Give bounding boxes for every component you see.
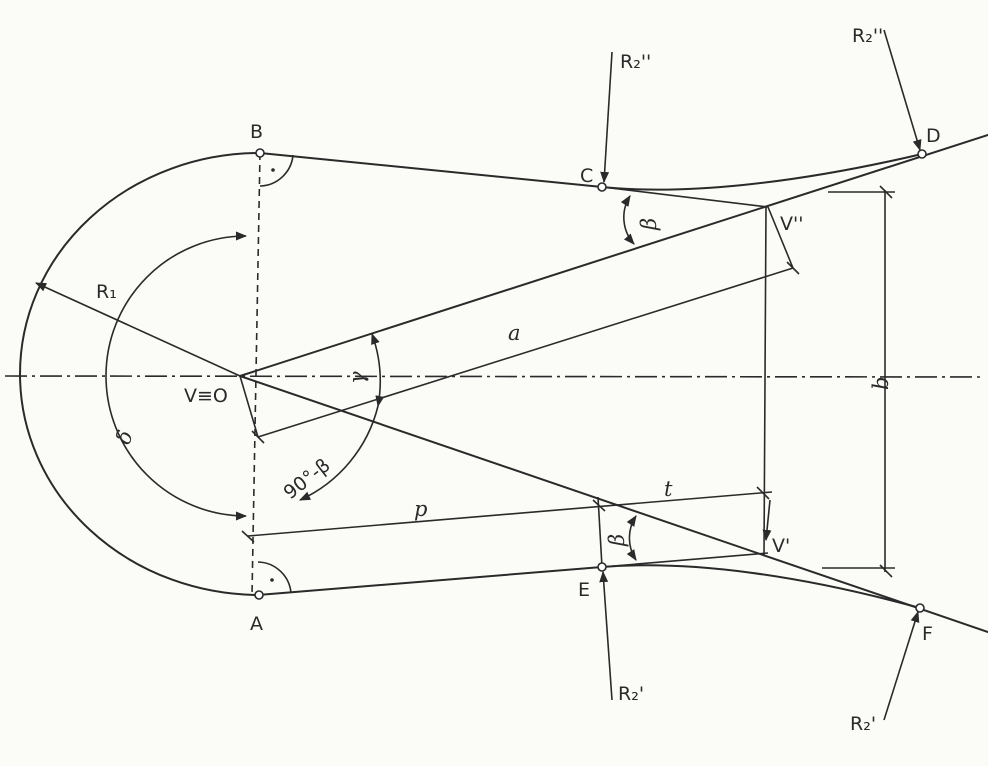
point-b bbox=[255, 148, 265, 158]
line-e-v1 bbox=[601, 552, 769, 568]
label-force-r2pp-right: R₂'' bbox=[852, 25, 883, 47]
label-force-r2p-bottom: R₂' bbox=[618, 683, 644, 705]
force-r2pp-top-arrow bbox=[600, 51, 613, 184]
curve-ef bbox=[601, 564, 921, 609]
label-delta: δ bbox=[111, 427, 138, 447]
line-o-f bbox=[239, 375, 988, 633]
center-axis bbox=[4, 375, 986, 378]
label-d: D bbox=[926, 125, 941, 147]
right-angle-b bbox=[259, 154, 294, 187]
label-r1: R₁ bbox=[96, 281, 117, 303]
line-o-d bbox=[239, 134, 988, 377]
dim-a-ext bbox=[767, 206, 794, 269]
label-e: E bbox=[578, 579, 590, 601]
angle-complement-arc bbox=[298, 405, 379, 501]
label-beta-bottom: β bbox=[605, 534, 629, 547]
right-angle-a bbox=[257, 561, 292, 594]
label-dim-a: a bbox=[508, 321, 521, 345]
label-f: F bbox=[922, 623, 933, 645]
label-force-r2pp-top: R₂'' bbox=[620, 51, 651, 73]
right-angle-dot-b bbox=[271, 168, 275, 172]
label-dim-p: p bbox=[414, 497, 427, 521]
angle-beta-top-arc bbox=[620, 195, 635, 245]
label-c: C bbox=[580, 165, 593, 187]
label-origin: V≡O bbox=[184, 385, 228, 407]
label-gamma: γ bbox=[345, 371, 369, 384]
label-v1: V' bbox=[772, 535, 790, 557]
point-a bbox=[254, 590, 264, 600]
curve-cd bbox=[601, 153, 923, 191]
label-beta-top: β bbox=[637, 218, 661, 231]
label-b: B bbox=[250, 121, 263, 143]
angle-beta-bottom-arc bbox=[626, 515, 637, 561]
point-f bbox=[915, 603, 925, 613]
label-a: A bbox=[250, 613, 263, 635]
force-r2pp-right-arrow bbox=[883, 29, 922, 152]
angle-gamma-arc bbox=[371, 332, 385, 408]
force-r2p-right-arrow bbox=[883, 610, 920, 721]
angle-delta-arc bbox=[105, 231, 248, 521]
diameter-ba bbox=[251, 152, 261, 596]
point-e bbox=[597, 562, 607, 572]
radius-r1-line bbox=[34, 282, 241, 377]
label-dim-b: b bbox=[869, 377, 893, 390]
label-v2: V'' bbox=[780, 213, 803, 235]
point-c bbox=[597, 182, 607, 192]
line-c-v2 bbox=[601, 186, 769, 208]
tangent-ae bbox=[257, 566, 603, 596]
tangent-bc bbox=[259, 152, 603, 188]
line-v2-v1 bbox=[763, 206, 767, 556]
dim-t-ext bbox=[597, 496, 603, 568]
dim-pt-line bbox=[247, 491, 773, 537]
right-angle-dot-a bbox=[270, 578, 274, 582]
dim-a-line bbox=[257, 267, 794, 438]
arrow-v1 bbox=[762, 499, 772, 542]
label-force-r2p-right: R₂' bbox=[850, 713, 876, 735]
force-r2p-bottom-arrow bbox=[599, 570, 613, 701]
arc-r1 bbox=[19, 152, 261, 596]
point-d bbox=[917, 149, 927, 159]
tick-marks bbox=[241, 185, 893, 578]
label-dim-t: t bbox=[664, 477, 673, 501]
